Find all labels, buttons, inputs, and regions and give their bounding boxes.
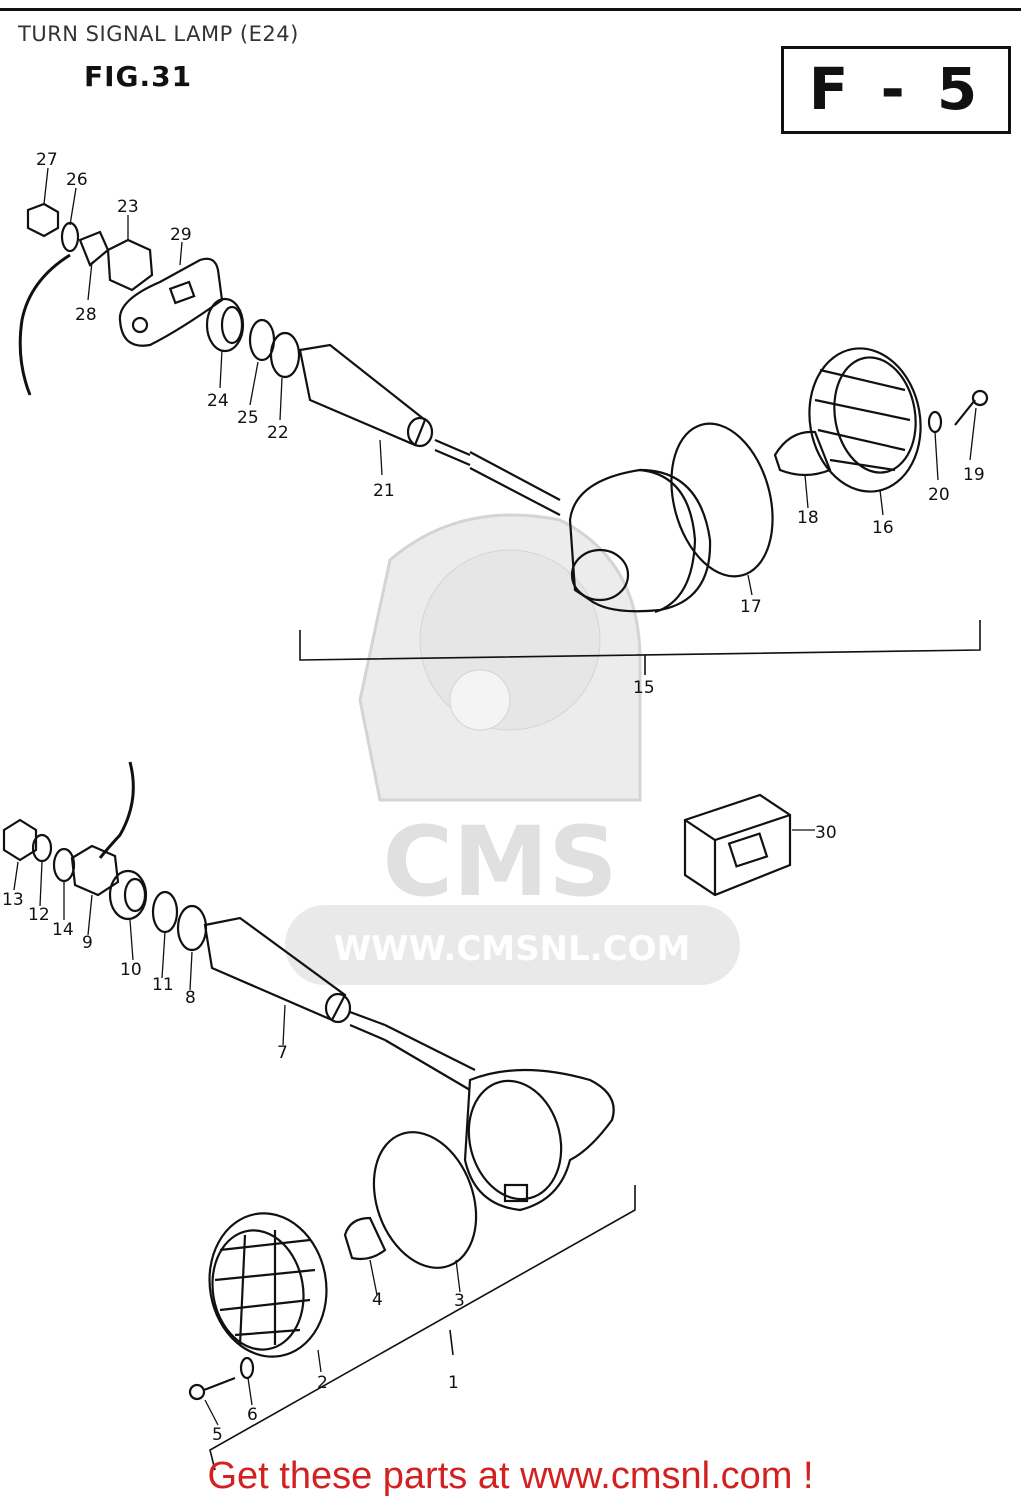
nut-part-23 <box>106 238 154 292</box>
callout-29: 29 <box>170 225 192 245</box>
watermark: CMS WWW.CMSNL.COM <box>285 513 740 985</box>
upper-callouts: 27 26 23 29 28 24 25 22 21 17 18 16 20 1… <box>36 150 985 698</box>
callout-19: 19 <box>963 465 985 485</box>
bulb-part-4 <box>343 1216 387 1261</box>
screw-part-5 <box>188 1383 206 1401</box>
washer-part-22 <box>269 331 301 379</box>
callout-12: 12 <box>28 905 50 925</box>
bulb-part-18 <box>773 430 832 477</box>
callout-2: 2 <box>317 1373 328 1393</box>
callout-20: 20 <box>928 485 950 505</box>
callout-23: 23 <box>117 197 139 217</box>
lower-callouts: 13 12 14 9 10 11 8 7 3 4 2 1 6 5 <box>2 890 465 1445</box>
washer-part-6 <box>239 1356 255 1380</box>
screw-part-19 <box>954 399 976 426</box>
callout-26: 26 <box>66 170 88 190</box>
rubber-part-24 <box>205 297 245 353</box>
nut-part-9 <box>70 844 120 897</box>
callout-10: 10 <box>120 960 142 980</box>
callout-5: 5 <box>212 1425 223 1445</box>
callout-24: 24 <box>207 391 229 411</box>
lower-assembly <box>2 761 636 1471</box>
callout-11: 11 <box>152 975 174 995</box>
page-title: TURN SIGNAL LAMP (E24) <box>18 22 299 46</box>
relay-part-30 <box>683 793 815 897</box>
rubber-part-10 <box>108 869 148 921</box>
callout-6: 6 <box>247 1405 258 1425</box>
upper-leaders <box>43 167 977 596</box>
figure-label: FIG.31 <box>84 60 193 93</box>
washer-part-14 <box>52 847 76 883</box>
oring-part-3 <box>372 1131 478 1269</box>
nut-part-27 <box>26 202 60 238</box>
stem-part-21 <box>298 343 427 447</box>
upper-assembly <box>18 202 989 675</box>
washer-part-26 <box>60 221 80 253</box>
footer-link[interactable]: Get these parts at www.cmsnl.com ! <box>207 1455 814 1497</box>
callout-18: 18 <box>797 508 819 528</box>
callout-15: 15 <box>633 678 655 698</box>
stem-part-7 <box>203 916 347 1022</box>
callout-9: 9 <box>82 933 93 953</box>
callout-4: 4 <box>372 1290 383 1310</box>
callout-30: 30 <box>815 823 837 843</box>
callout-21: 21 <box>373 481 395 501</box>
section-code-box: F - 5 <box>781 46 1011 134</box>
callout-22: 22 <box>267 423 289 443</box>
callout-27: 27 <box>36 150 58 170</box>
oring-part-17 <box>670 422 774 578</box>
top-rule <box>0 8 1021 11</box>
callout-17: 17 <box>740 597 762 617</box>
housing-part-1 <box>463 1068 615 1212</box>
callout-16: 16 <box>872 518 894 538</box>
nut-part-13 <box>2 818 38 862</box>
section-code: F - 5 <box>808 55 984 123</box>
washer-part-8 <box>176 904 208 952</box>
callout-7: 7 <box>277 1043 288 1063</box>
callout-25: 25 <box>237 408 259 428</box>
terminal-part-28 <box>78 230 110 267</box>
callout-13: 13 <box>2 890 24 910</box>
washer-part-20 <box>927 410 943 434</box>
watermark-brand: CMS <box>382 806 617 918</box>
callout-3: 3 <box>454 1291 465 1311</box>
callout-28: 28 <box>75 305 97 325</box>
watermark-url: WWW.CMSNL.COM <box>334 929 691 969</box>
lens-part-16 <box>808 347 922 493</box>
washer-part-11 <box>151 890 179 934</box>
lower-leaders <box>13 861 461 1426</box>
callout-14: 14 <box>52 920 74 940</box>
callout-8: 8 <box>185 988 196 1008</box>
lens-part-2 <box>208 1212 328 1358</box>
washer-part-12 <box>31 833 53 863</box>
callout-1: 1 <box>448 1373 459 1393</box>
housing-part-15 <box>568 468 712 613</box>
